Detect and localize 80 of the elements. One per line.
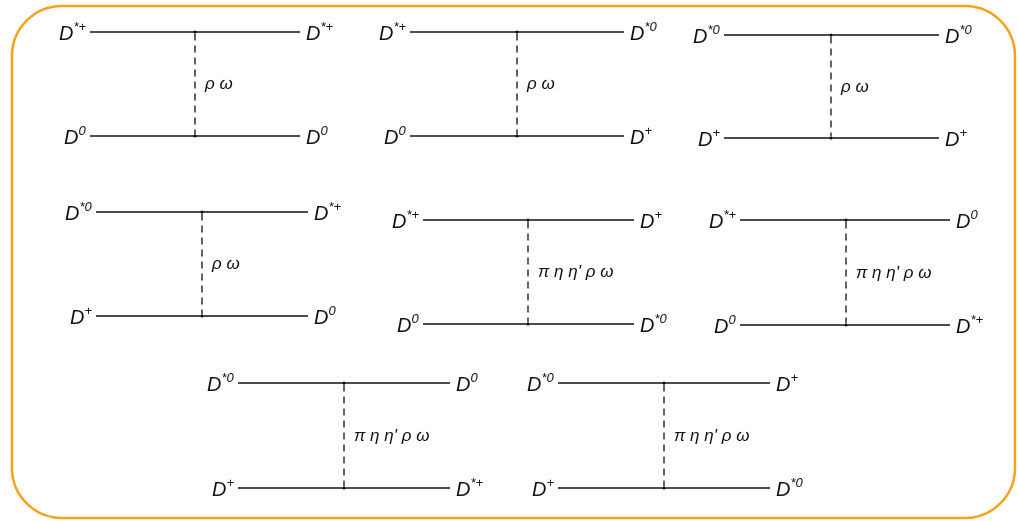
particle-label: D$^{0}$ [384, 125, 406, 149]
vertex-dot [342, 381, 346, 385]
particle-label: D$^{0}$ [397, 313, 419, 337]
particle-label: D$^{0}$ [714, 314, 736, 338]
particle-label: D$^{*0}$ [65, 201, 92, 225]
particle-line [557, 487, 771, 489]
particle-label: D$^{+}$ [640, 209, 663, 233]
particle-label: D$^{+}$ [776, 372, 799, 396]
particle-line [89, 31, 301, 33]
particle-label: D$^{*0}$ [640, 313, 667, 337]
dashed-propagator [516, 32, 518, 136]
edge-label: ρ ω [527, 74, 555, 94]
particle-line [95, 211, 309, 213]
vertex-dot [515, 30, 519, 34]
particle-line [237, 487, 451, 489]
particle-line [95, 315, 309, 317]
vertex-dot [200, 210, 204, 214]
edge-label: ρ ω [212, 254, 240, 274]
particle-line [739, 324, 951, 326]
particle-line [422, 323, 635, 325]
particle-line [557, 382, 771, 384]
vertex-dot [844, 323, 848, 327]
dashed-propagator [845, 220, 847, 325]
vertex-dot [342, 486, 346, 490]
particle-label: D$^{+}$ [212, 477, 235, 501]
vertex-dot [526, 218, 530, 222]
particle-label: D$^{+}$ [698, 127, 721, 151]
vertex-dot [193, 134, 197, 138]
edge-label: π η η' ρ ω [674, 425, 750, 446]
particle-label: D$^{*0}$ [527, 372, 554, 396]
edge-label: π η η' ρ ω [354, 425, 430, 446]
particle-label: D$^{*+}$ [59, 21, 87, 45]
particle-label: D$^{*+}$ [956, 314, 984, 338]
particle-label: D$^{0}$ [456, 372, 478, 396]
particle-label: D$^{+}$ [630, 125, 653, 149]
vertex-dot [829, 33, 833, 37]
dashed-propagator [663, 383, 665, 488]
particle-label: D$^{+}$ [945, 127, 968, 151]
particle-label: D$^{0}$ [314, 305, 336, 329]
particle-label: D$^{0}$ [306, 125, 328, 149]
particle-label: D$^{*0}$ [776, 477, 803, 501]
dashed-propagator [194, 32, 196, 136]
particle-line [723, 137, 940, 139]
particle-label: D$^{*0}$ [693, 24, 720, 48]
particle-label: D$^{*+}$ [709, 209, 737, 233]
particle-line [237, 382, 451, 384]
dashed-propagator [527, 220, 529, 324]
particle-label: D$^{+}$ [70, 305, 93, 329]
edge-label: π η η' ρ ω [856, 262, 932, 283]
particle-label: D$^{*0}$ [207, 372, 234, 396]
edge-label: ρ ω [841, 76, 869, 97]
vertex-dot [662, 381, 666, 385]
dashed-propagator [830, 35, 832, 138]
edge-label: ρ ω [205, 74, 233, 94]
particle-line [409, 135, 625, 137]
dashed-propagator [343, 383, 345, 488]
particle-label: D$^{+}$ [532, 477, 555, 501]
edge-label: π η η' ρ ω [538, 262, 614, 282]
particle-label: D$^{*+}$ [306, 21, 334, 45]
particle-label: D$^{0}$ [64, 125, 86, 149]
particle-label: D$^{*+}$ [456, 477, 484, 501]
vertex-dot [515, 134, 519, 138]
vertex-dot [200, 314, 204, 318]
particle-line [89, 135, 301, 137]
particle-line [723, 34, 940, 36]
vertex-dot [829, 136, 833, 140]
particle-line [422, 219, 635, 221]
vertex-dot [193, 30, 197, 34]
particle-label: D$^{*+}$ [392, 209, 420, 233]
dashed-propagator [201, 212, 203, 316]
particle-label: D$^{*+}$ [314, 201, 342, 225]
vertex-dot [844, 218, 848, 222]
vertex-dot [526, 322, 530, 326]
particle-line [739, 219, 951, 221]
particle-label: D$^{*+}$ [379, 21, 407, 45]
particle-label: D$^{*0}$ [945, 24, 972, 48]
particle-label: D$^{*0}$ [630, 21, 657, 45]
particle-line [409, 31, 625, 33]
particle-label: D$^{0}$ [956, 209, 978, 233]
vertex-dot [662, 486, 666, 490]
